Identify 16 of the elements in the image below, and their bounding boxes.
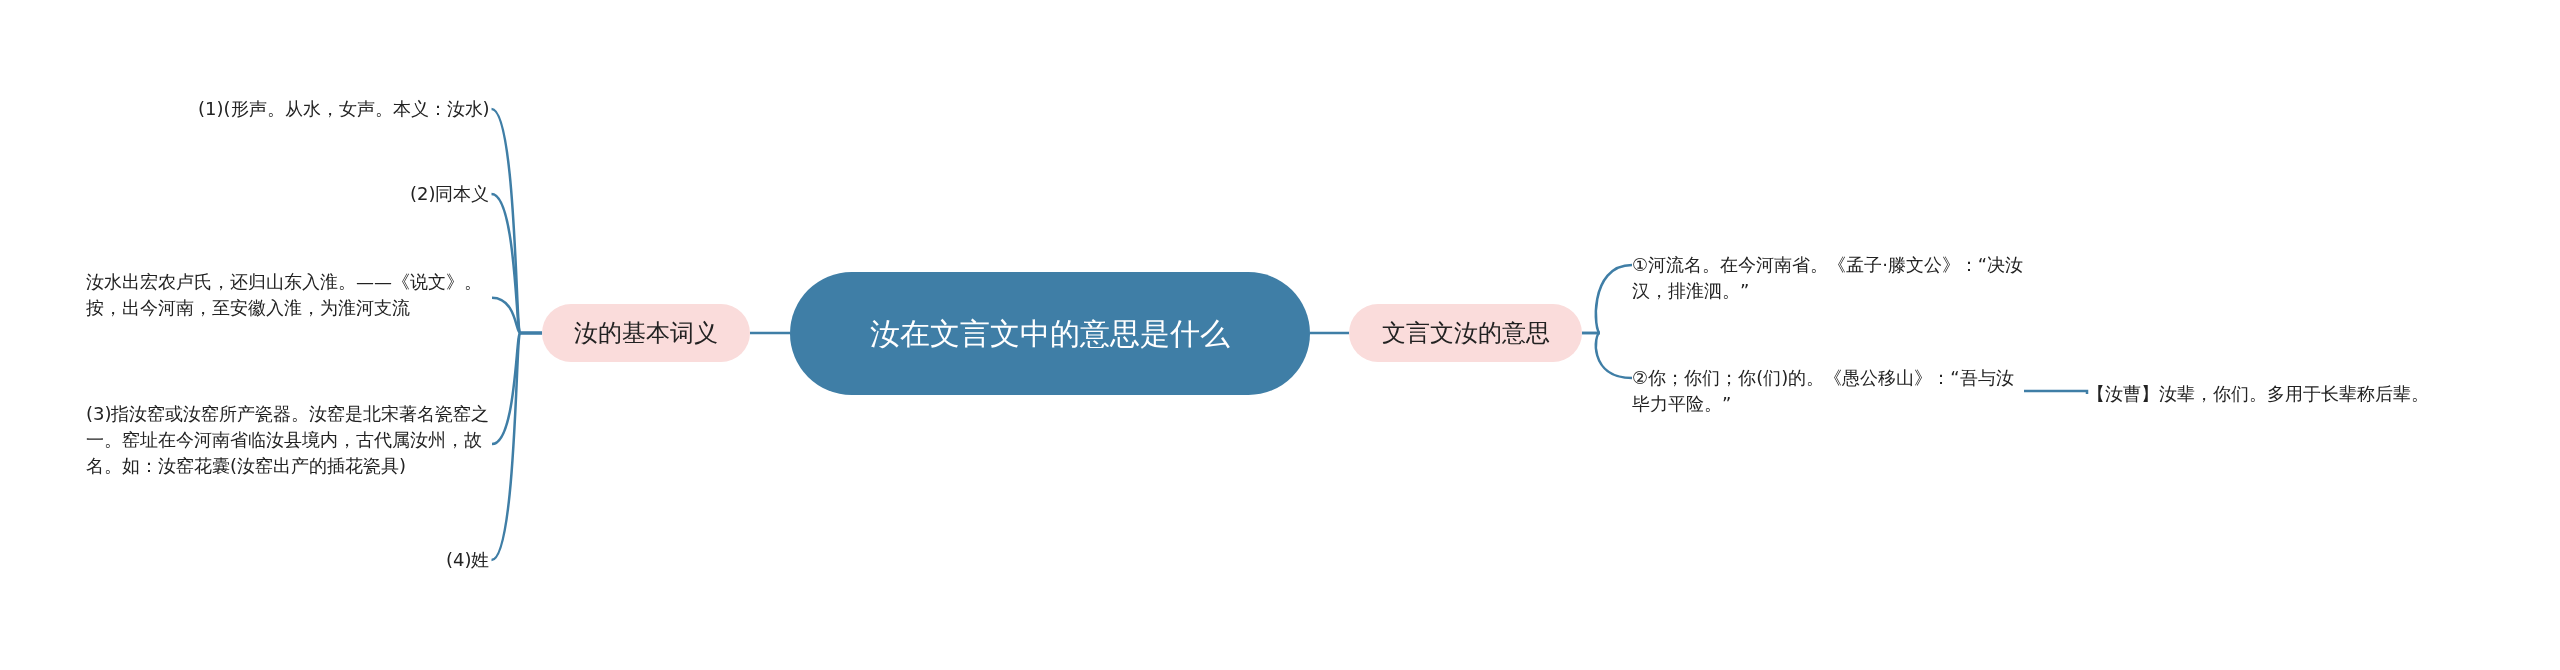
leaf-text: (1)(形声。从水，女声。本义：汝水) xyxy=(198,96,490,123)
connector-line xyxy=(490,331,542,562)
branch-topic: 文言文汝的意思 xyxy=(1349,304,1582,362)
leaf-text: ②你；你们；你(们)的。《愚公移山》：“吾与汝毕力平险。” xyxy=(1632,365,2024,418)
connector-line xyxy=(1582,331,1633,380)
leaf-text: (3)指汝窑或汝窑所产瓷器。汝窑是北宋著名瓷窑之一。窑址在今河南省临汝县境内，古代属汝州，故名。如：汝窑花囊(汝窑出产的插花瓷具) xyxy=(86,401,490,480)
connector-line xyxy=(750,331,790,335)
leaf-text: ①河流名。在今河南省。《孟子·滕文公》：“决汝汉，排淮泗。” xyxy=(1632,252,2024,305)
leaf-text: 汝水出宏农卢氏，还归山东入淮。——《说文》。按，出今河南，至安徽入淮，为淮河支流 xyxy=(86,269,490,322)
leaf-text: 【汝曹】汝辈，你们。多用于长辈称后辈。 xyxy=(2087,381,2429,408)
connector-line xyxy=(2024,389,2089,395)
leaf-text: (4)姓 xyxy=(446,547,490,574)
connector-line xyxy=(1310,331,1349,335)
leaf-text: (2)同本义 xyxy=(410,181,490,208)
branch-topic: 汝的基本词义 xyxy=(542,304,750,362)
central-topic: 汝在文言文中的意思是什么 xyxy=(790,271,1310,395)
